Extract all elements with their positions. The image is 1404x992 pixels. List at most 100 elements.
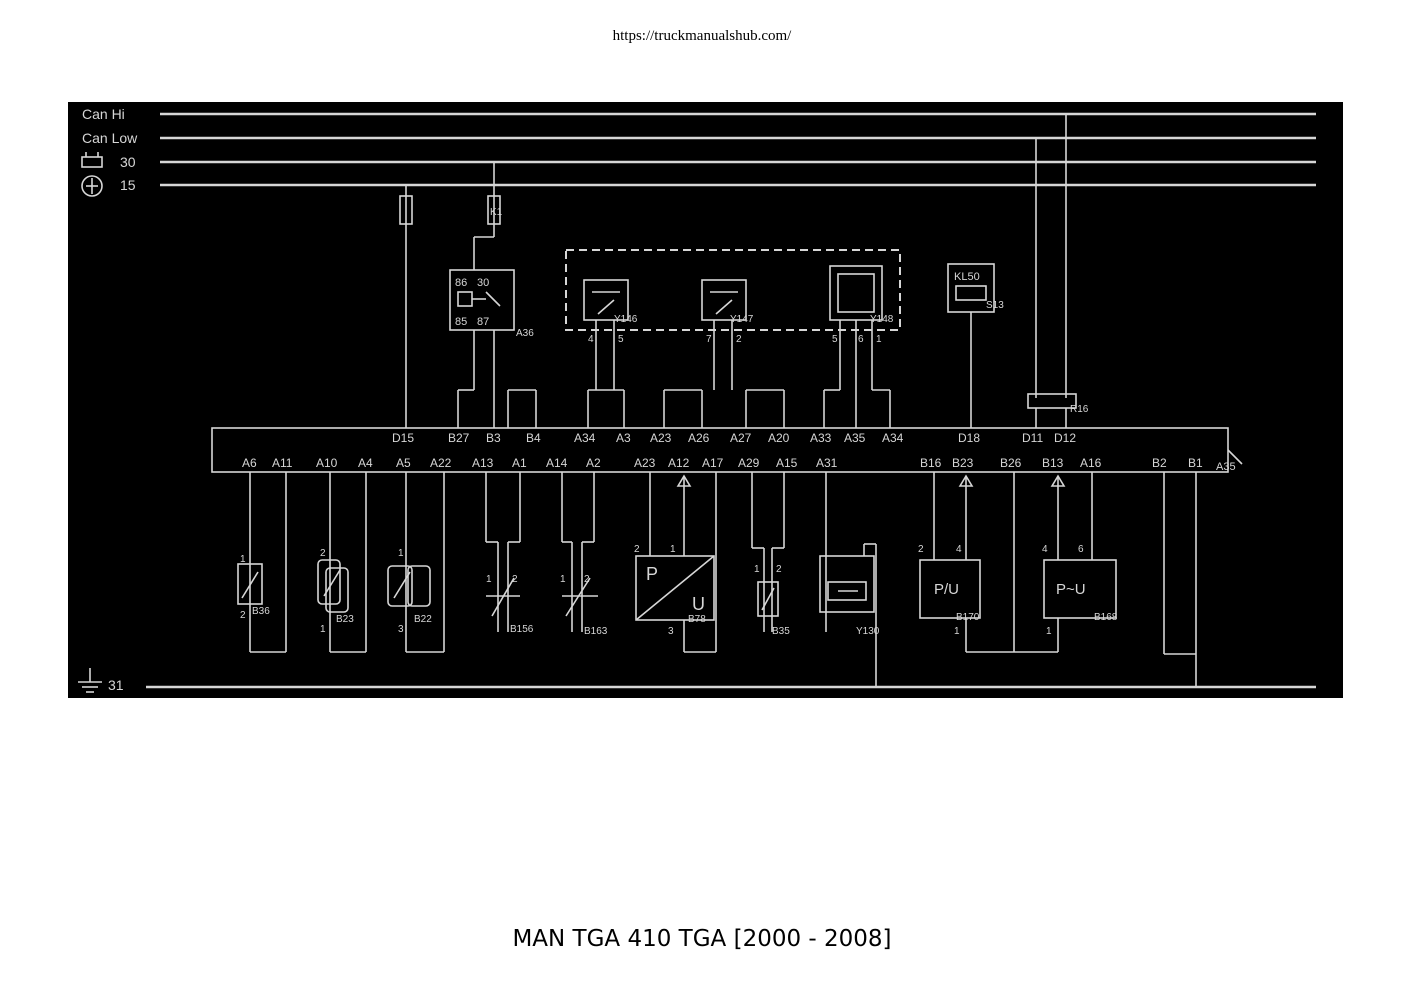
valve-y148: Y148 5 6 1: [823, 265, 894, 428]
svg-text:86: 86: [455, 277, 467, 289]
ground-icon: [78, 668, 102, 693]
svg-text:6: 6: [1078, 544, 1084, 555]
svg-text:P/U: P/U: [934, 581, 959, 598]
sensor-b168: P~U 4 6 1 B168: [1042, 472, 1118, 652]
arrow-up-icon: [1050, 474, 1066, 487]
document-title: MAN TGA 410 TGA [2000 - 2008]: [512, 926, 892, 952]
sensor-b23: 2 1 B23: [317, 472, 367, 653]
svg-text:A17: A17: [702, 456, 724, 470]
arrow-up-icon: [676, 474, 692, 487]
svg-text:85: 85: [455, 316, 467, 328]
svg-text:A15: A15: [776, 456, 798, 470]
svg-text:A35: A35: [844, 431, 866, 445]
svg-text:A11: A11: [272, 456, 293, 470]
svg-text:A14: A14: [546, 456, 568, 470]
switch-s13-label: S13: [986, 300, 1004, 311]
fuse-relay-tag: K1: [490, 207, 503, 218]
terminal-31-label: 31: [108, 677, 124, 693]
valve-y146: Y146 4 5: [583, 279, 638, 428]
svg-text:1: 1: [754, 564, 760, 575]
svg-text:A3: A3: [616, 431, 631, 445]
relay-a36: 86 30 85 87 A36: [449, 236, 537, 428]
wiring-diagram-svg: Can Hi Can Low 30 15 K1 86 30 85 87 A36: [78, 106, 1316, 693]
svg-text:A29: A29: [738, 456, 760, 470]
control-unit-label: A35: [1216, 461, 1236, 473]
valve-y147-label: Y147: [730, 314, 754, 325]
svg-text:B16: B16: [920, 456, 942, 470]
svg-text:A16: A16: [1080, 456, 1102, 470]
svg-text:A33: A33: [810, 431, 832, 445]
sensor-b163-label: B163: [584, 626, 608, 637]
battery-icon: [81, 152, 103, 168]
svg-text:3: 3: [668, 626, 674, 637]
valve-y146-label: Y146: [614, 314, 638, 325]
svg-text:1: 1: [1046, 626, 1052, 637]
svg-text:1: 1: [398, 548, 404, 559]
valve-y148-label: Y148: [870, 314, 894, 325]
svg-text:1: 1: [954, 626, 960, 637]
svg-text:2: 2: [320, 548, 326, 559]
svg-text:B13: B13: [1042, 456, 1064, 470]
svg-text:A6: A6: [242, 456, 257, 470]
svg-text:D15: D15: [392, 431, 414, 445]
sensor-b35: 1 2 B35: [751, 472, 790, 637]
svg-text:A2: A2: [586, 456, 601, 470]
svg-text:B27: B27: [448, 431, 470, 445]
svg-text:30: 30: [477, 277, 489, 289]
svg-text:2: 2: [240, 610, 246, 621]
svg-text:A23: A23: [634, 456, 656, 470]
resistor-r16-label: R16: [1070, 404, 1089, 415]
svg-text:P: P: [646, 564, 658, 584]
svg-text:A31: A31: [816, 456, 838, 470]
svg-text:D18: D18: [958, 431, 980, 445]
terminating-resistor-r16: R16: [1027, 114, 1089, 428]
svg-text:A5: A5: [396, 456, 411, 470]
svg-text:A26: A26: [688, 431, 710, 445]
relay-a36-label: A36: [516, 328, 534, 339]
sensor-b23-label: B23: [336, 614, 354, 625]
svg-text:B1: B1: [1188, 456, 1203, 470]
switch-kl50: KL50 S13: [947, 263, 1004, 428]
sensor-b156: 1 2 B156: [485, 472, 534, 635]
svg-text:B2: B2: [1152, 456, 1167, 470]
can-hi-label: Can Hi: [82, 106, 125, 122]
svg-text:A34: A34: [574, 431, 596, 445]
sensor-b36: 1 2 B36: [237, 472, 287, 653]
svg-text:A20: A20: [768, 431, 790, 445]
svg-text:B26: B26: [1000, 456, 1022, 470]
svg-text:1: 1: [320, 624, 326, 635]
svg-text:P~U: P~U: [1056, 581, 1086, 598]
svg-text:1: 1: [876, 334, 882, 345]
sensor-b22-label: B22: [414, 614, 432, 625]
svg-text:B4: B4: [526, 431, 541, 445]
sensor-b78: P U 2 1 3 B78: [634, 472, 717, 653]
svg-text:2: 2: [584, 574, 590, 585]
svg-text:7: 7: [706, 334, 712, 345]
svg-text:2: 2: [736, 334, 742, 345]
valve-block: [565, 249, 901, 331]
sensor-b36-label: B36: [252, 606, 270, 617]
svg-text:2: 2: [512, 574, 518, 585]
svg-text:D11: D11: [1022, 431, 1043, 445]
sensor-b156-label: B156: [510, 624, 534, 635]
arrow-up-icon: [958, 474, 974, 487]
svg-text:4: 4: [588, 334, 594, 345]
sensor-b168-label: B168: [1094, 612, 1118, 623]
valve-y130: Y130: [819, 472, 880, 686]
sensor-b78-label: B78: [688, 614, 706, 625]
sensor-b35-label: B35: [772, 626, 790, 637]
svg-text:U: U: [692, 594, 705, 614]
svg-text:2: 2: [634, 544, 640, 555]
ignition-key-icon: [81, 175, 103, 197]
terminal-30-label: 30: [120, 154, 136, 170]
svg-text:1: 1: [670, 544, 676, 555]
svg-text:1: 1: [560, 574, 566, 585]
fuse-relay: [487, 195, 501, 225]
svg-text:5: 5: [832, 334, 838, 345]
top-pin-labels: D15 B27 B3 B4 A34 A3 A23 A26 A27 A20 A33…: [392, 431, 1076, 445]
svg-text:A4: A4: [358, 456, 373, 470]
sensor-b170-label: B170: [956, 612, 980, 623]
terminal-15-label: 15: [120, 177, 136, 193]
svg-text:4: 4: [956, 544, 962, 555]
can-low-label: Can Low: [82, 130, 138, 146]
